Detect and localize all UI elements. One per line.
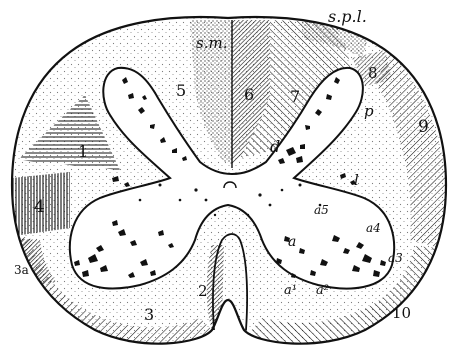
label-3: 3 bbox=[144, 305, 154, 324]
label-a1: a¹ bbox=[284, 283, 297, 298]
label-2: 2 bbox=[198, 282, 208, 300]
label-a: a bbox=[288, 234, 296, 250]
label-p: p bbox=[364, 102, 374, 120]
label-9: 9 bbox=[418, 117, 429, 137]
label-l: l bbox=[354, 171, 359, 189]
label-7: 7 bbox=[290, 87, 300, 106]
label-8: 8 bbox=[368, 64, 378, 82]
label-5: 5 bbox=[176, 81, 186, 100]
label-spl: s.p.l. bbox=[328, 7, 367, 26]
label-3a: 3a bbox=[14, 263, 29, 277]
label-a2: a² bbox=[316, 283, 329, 298]
label-sm: s.m. bbox=[196, 34, 227, 52]
label-1: 1 bbox=[78, 142, 88, 161]
label-6: 6 bbox=[244, 85, 254, 104]
label-a5: a5 bbox=[314, 203, 329, 217]
label-d: d bbox=[270, 137, 280, 156]
label-4: 4 bbox=[34, 197, 45, 217]
label-a3: a3 bbox=[388, 251, 403, 265]
label-10: 10 bbox=[392, 304, 411, 322]
label-a4: a4 bbox=[366, 221, 381, 235]
